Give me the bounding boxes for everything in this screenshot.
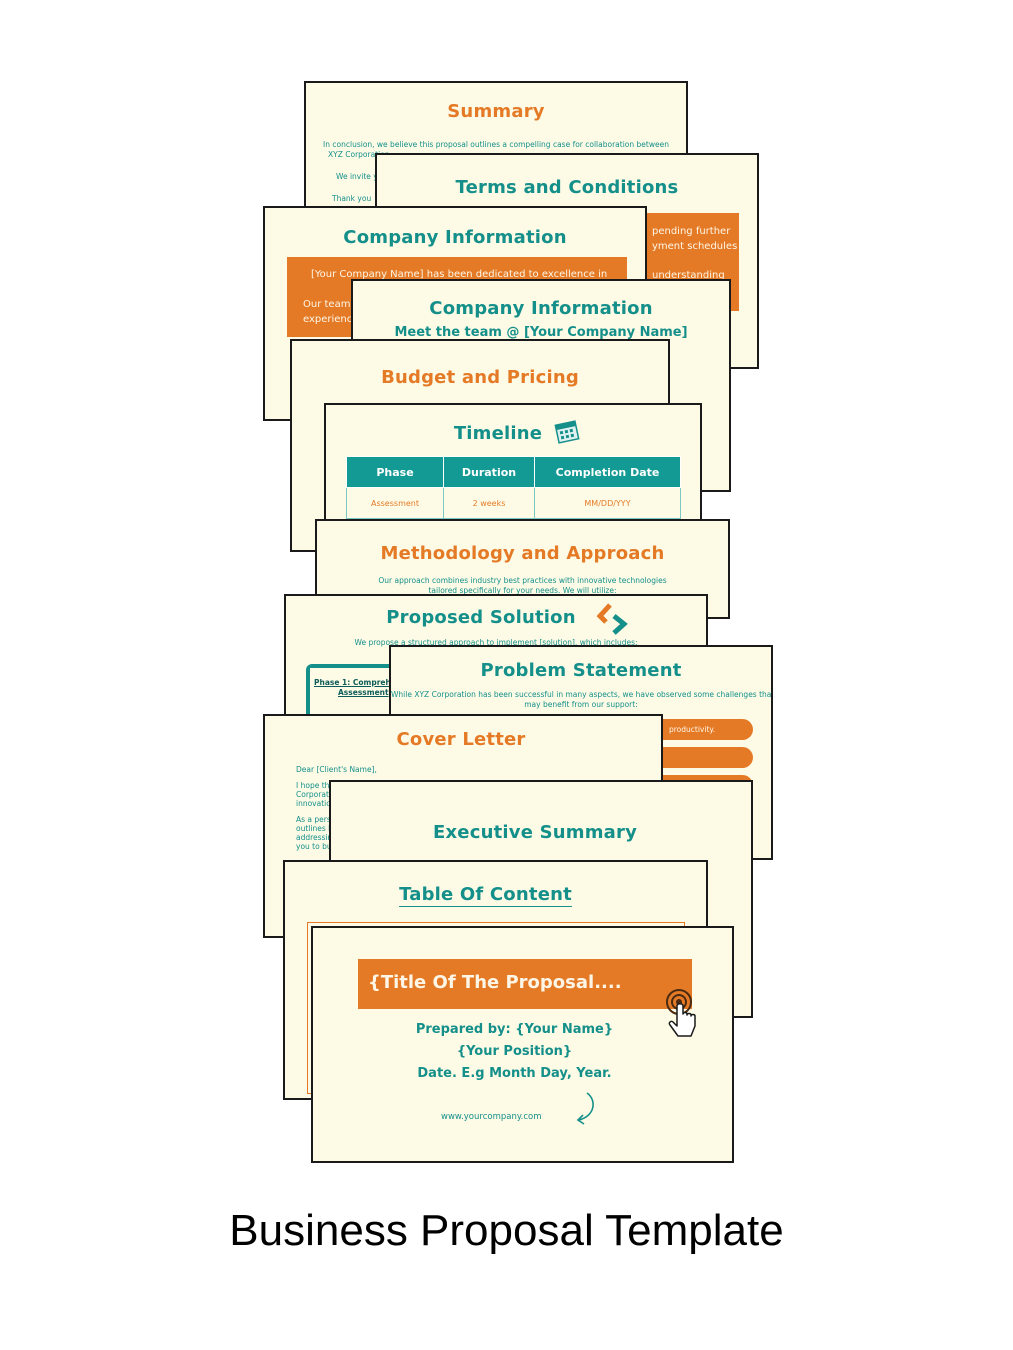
slide-title: Terms and Conditions (455, 177, 679, 198)
slide-subtitle: Meet the team @ [Your Company Name] (394, 325, 688, 340)
slide-text: may benefit from our support: (524, 700, 638, 709)
click-hand-icon[interactable] (663, 986, 701, 1044)
phase-title: Assessment (338, 688, 389, 697)
proposal-title: {Title Of The Proposal.... (368, 972, 622, 993)
terms-text: pending further (652, 226, 731, 237)
slide-text: XYZ Corporation (328, 150, 390, 159)
table-cell: MM/DD/YYY (534, 487, 681, 519)
slide-text: addressing (296, 833, 338, 842)
slide-title: Executive Summary (432, 822, 638, 843)
prepared-by: Prepared by: {Your Name} (415, 1022, 614, 1037)
timeline-table: Phase Duration Completion Date Assessmen… (346, 456, 681, 526)
table-row: Assessment 2 weeks MM/DD/YYY (346, 487, 681, 519)
slide-text: Dear [Client's Name], (296, 765, 377, 774)
terms-text: understanding (652, 270, 725, 281)
slide-title: Table Of Content (399, 884, 572, 905)
slide-text: I hope this (296, 781, 336, 790)
date: Date. E.g Month Day, Year. (417, 1066, 612, 1081)
terms-text: yment schedules (652, 241, 738, 252)
slide-text: We propose a structured approach to impl… (354, 638, 638, 647)
slide-text: We invite y (336, 172, 378, 181)
table-header: Completion Date (534, 456, 681, 488)
position: {Your Position} (456, 1044, 573, 1059)
slide-text: As a perso (296, 815, 336, 824)
title-banner (358, 959, 692, 1009)
slide-title: Methodology and Approach (380, 543, 665, 564)
slide-text: outlines h (296, 824, 333, 833)
phase-title: Phase 1: Comprehe (314, 678, 396, 687)
slide-title: Cover Letter (396, 729, 526, 750)
slide-text: While XYZ Corporation has been successfu… (391, 690, 773, 699)
slide-title: Company Information (343, 227, 567, 248)
table-cell: 2 weeks (443, 487, 535, 519)
slide-title: Company Information (429, 298, 653, 319)
website-link[interactable]: www.yourcompany.com (441, 1112, 542, 1122)
slide-title: Problem Statement (480, 660, 682, 681)
slide-text: Thank you (332, 194, 372, 203)
pill-text: productivity. (669, 725, 716, 734)
code-brackets-icon (596, 603, 628, 635)
slide-text: In conclusion, we believe this proposal … (323, 140, 669, 149)
company-text: [Your Company Name] has been dedicated t… (311, 269, 608, 280)
table-cell: Assessment (346, 487, 444, 519)
slide-text: Corporatio (296, 790, 336, 799)
slide-text: you to bui (296, 842, 334, 851)
slide-timeline: Timeline Phase Duration Completion Date … (324, 403, 702, 528)
slide-text: innovation (296, 799, 336, 808)
company-text: Our team (303, 299, 351, 310)
slide-title: Timeline (453, 423, 543, 444)
calendar-icon (554, 420, 580, 444)
table-header: Phase (346, 456, 444, 488)
page-caption: Business Proposal Template (229, 1206, 784, 1255)
slide-title: Summary (447, 101, 545, 122)
slide-text: Our approach combines industry best prac… (378, 576, 667, 585)
curved-arrow-icon (576, 1092, 594, 1125)
slide-text: tailored specifically for your needs. We… (428, 586, 617, 595)
table-header: Duration (443, 456, 535, 488)
slide-title: Budget and Pricing (381, 367, 579, 388)
slide-title-page: {Title Of The Proposal.... Prepared by: … (311, 926, 734, 1163)
company-text: experienc (303, 314, 353, 325)
slide-title: Proposed Solution (386, 607, 576, 628)
